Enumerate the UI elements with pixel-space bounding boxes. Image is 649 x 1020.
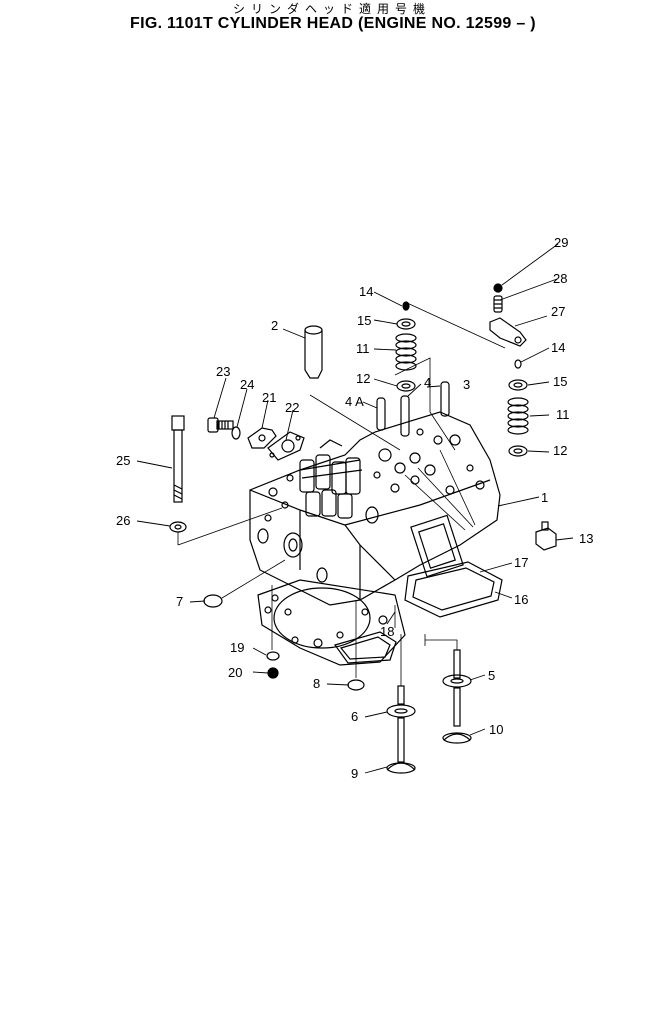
valve-9	[386, 717, 416, 774]
callout-labels: 1 2 3 4 4 A 5 6 7 8 9 10 11 11 12 12 13 …	[116, 235, 593, 781]
callout-8: 8	[313, 676, 320, 691]
callout-19: 19	[230, 640, 244, 655]
washer-24	[231, 426, 241, 440]
callout-18: 18	[380, 624, 394, 639]
callout-15-right: 15	[553, 374, 567, 389]
callout-25: 25	[116, 453, 130, 468]
spring-retainer-15-right	[508, 379, 528, 391]
spring-retainer-15-left	[396, 318, 416, 330]
callout-23: 23	[216, 364, 230, 379]
rocker-adjust-29	[493, 283, 503, 293]
valve-5	[442, 649, 472, 688]
rocker-27	[489, 317, 527, 347]
callout-14-right: 14	[551, 340, 565, 355]
callout-15-left: 15	[357, 313, 371, 328]
callout-16: 16	[514, 592, 528, 607]
callout-12-left: 12	[356, 371, 370, 386]
callout-1: 1	[541, 490, 548, 505]
callout-5: 5	[488, 668, 495, 683]
plug-20	[267, 667, 279, 679]
callout-4a: 4 A	[345, 394, 364, 409]
valve-guide-4	[400, 395, 410, 437]
callout-2: 2	[271, 318, 278, 333]
tube-2	[304, 325, 323, 379]
callout-21: 21	[262, 390, 276, 405]
nut-13	[535, 521, 557, 551]
callout-3: 3	[463, 377, 470, 392]
cylinder-head-block	[249, 411, 501, 606]
callout-20: 20	[228, 665, 242, 680]
valve-6	[386, 685, 416, 718]
callout-22: 22	[285, 400, 299, 415]
callout-26: 26	[116, 513, 130, 528]
callout-17: 17	[514, 555, 528, 570]
adjust-screw-28	[493, 295, 503, 313]
callout-29: 29	[554, 235, 568, 250]
valve-cotter-14-left	[402, 301, 410, 311]
japanese-title: シリンダヘッド適用号機	[233, 2, 432, 16]
head-bolt-25	[171, 415, 185, 503]
plug-7	[203, 594, 223, 608]
callout-10: 10	[489, 722, 503, 737]
ring-19	[266, 651, 280, 661]
callout-11-right: 11	[556, 407, 570, 422]
figure-title: FIG. 1101T CYLINDER HEAD (ENGINE NO. 125…	[130, 15, 536, 32]
callout-28: 28	[553, 271, 567, 286]
callout-12-right: 12	[553, 443, 567, 458]
valve-cotter-14-right	[514, 359, 522, 369]
valve-10	[442, 687, 472, 744]
callout-4: 4	[424, 375, 431, 390]
callout-7: 7	[176, 594, 183, 609]
valve-spring-11-right	[507, 397, 529, 435]
callout-6: 6	[351, 709, 358, 724]
plug-8	[347, 679, 365, 691]
assembly-lines	[177, 301, 506, 686]
bolt-23	[207, 417, 234, 433]
callout-14-left: 14	[359, 284, 373, 299]
valve-guide-3	[440, 381, 450, 417]
cover-gasket-22	[267, 431, 305, 461]
callout-13: 13	[579, 531, 593, 546]
callout-27: 27	[551, 304, 565, 319]
head-cover-gasket	[404, 561, 503, 618]
cylinder-head-gasket	[257, 579, 406, 666]
washer-26	[169, 521, 187, 533]
spring-seat-12-left	[396, 380, 416, 392]
valve-spring-11-left	[395, 333, 417, 371]
spring-seat-12-right	[508, 445, 528, 457]
callout-9: 9	[351, 766, 358, 781]
callout-24: 24	[240, 377, 254, 392]
leader-lines	[136, 243, 574, 774]
callout-11-left: 11	[356, 341, 370, 356]
valve-guide-4a	[376, 397, 386, 431]
